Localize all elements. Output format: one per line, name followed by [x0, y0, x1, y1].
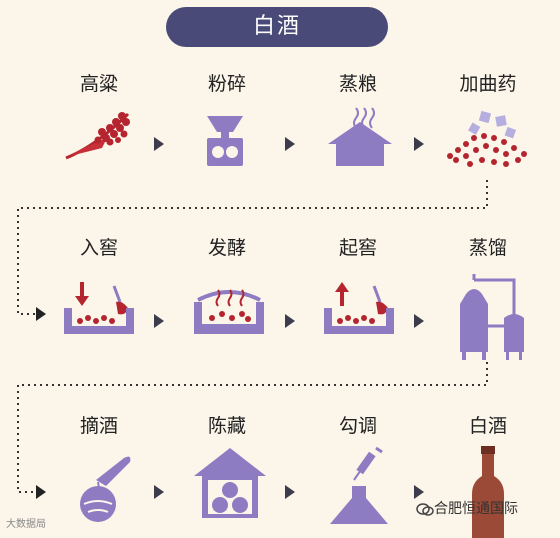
step-label-baijiu: 白酒 — [468, 415, 507, 437]
flow-arrow — [285, 137, 295, 151]
flow-arrow — [154, 314, 164, 328]
step-label-add-starter: 加曲药 — [459, 73, 517, 95]
jug-pour-icon — [80, 456, 131, 522]
sorghum-icon — [65, 112, 130, 160]
pit-out-icon — [324, 282, 394, 334]
flow-arrow — [414, 137, 424, 151]
flow-arrow — [285, 314, 295, 328]
bottle-icon — [472, 446, 504, 538]
pit-in-icon — [64, 282, 134, 334]
flow-arrow — [154, 485, 164, 499]
step-label-sorghum: 高粱 — [79, 73, 118, 95]
step-label-ferment: 发酵 — [207, 237, 246, 259]
starter-pile-icon — [447, 110, 527, 167]
step-label-steam-grain: 蒸粮 — [338, 73, 377, 95]
step-label-pit-in: 入窖 — [79, 237, 118, 259]
steam-house-icon — [328, 107, 392, 166]
ferment-pit-icon — [194, 289, 264, 334]
flow-arrow — [154, 137, 164, 151]
step-label-pit-out: 起窖 — [338, 237, 377, 259]
storage-house-icon — [194, 448, 266, 518]
step-label-age: 陈藏 — [207, 415, 246, 437]
still-icon — [460, 274, 524, 360]
flow-arrow — [414, 485, 424, 499]
source-watermark: 合肥恒通国际 — [434, 501, 518, 517]
grinder-icon — [207, 116, 243, 166]
chat-bubble-icon — [416, 503, 434, 516]
flow-arrow — [414, 314, 424, 328]
step-label-blend: 勾调 — [338, 415, 377, 437]
page-title: 白酒 — [166, 7, 388, 47]
corner-stamp: 大数据局 — [6, 519, 46, 530]
step-label-collect: 摘酒 — [79, 415, 118, 437]
syringe-beaker-icon — [330, 446, 388, 524]
flow-arrow — [285, 485, 295, 499]
step-label-distill: 蒸馏 — [468, 237, 507, 259]
step-label-grind: 粉碎 — [207, 73, 246, 95]
